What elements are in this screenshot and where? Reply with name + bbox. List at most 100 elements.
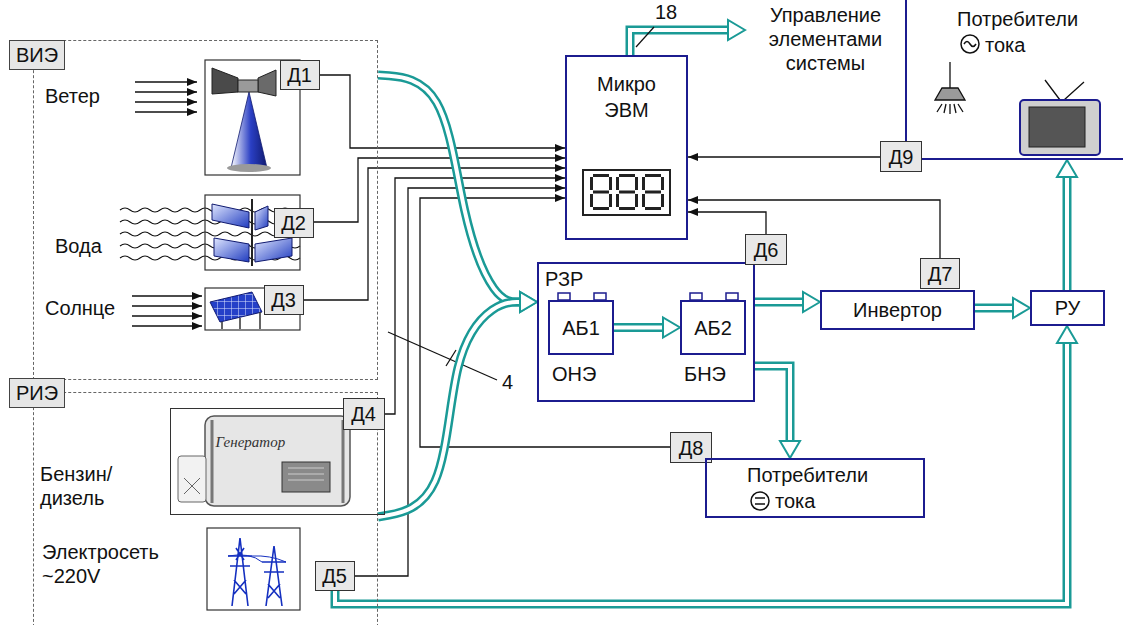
signal-line	[688, 200, 940, 258]
generator-picture	[178, 416, 350, 506]
text-label: ОНЭ	[552, 362, 596, 386]
digital-display	[583, 170, 670, 215]
sensor-box: Д9	[880, 141, 922, 172]
wind-arrows	[135, 81, 197, 82]
tv-set	[1020, 100, 1100, 155]
wind-turbine	[238, 80, 258, 92]
battery-terminals	[558, 293, 738, 300]
solar-panel	[210, 292, 262, 322]
sun-arrows	[132, 305, 202, 306]
power-line-towers	[262, 546, 286, 606]
sun-arrows	[132, 295, 202, 296]
generator-picture	[288, 468, 324, 480]
signal-line-path	[688, 200, 940, 258]
power-line-towers	[207, 528, 300, 610]
box-label: РУ	[1055, 295, 1081, 321]
process-box: АБ1	[548, 300, 614, 355]
control-output-arrow	[630, 30, 728, 55]
ac-symbol	[961, 35, 979, 53]
sun-arrows	[132, 315, 202, 316]
signal-line-path	[355, 188, 566, 576]
sensor-label: Д9	[889, 144, 914, 170]
wind-turbine	[212, 68, 238, 94]
power-line-towers	[207, 528, 300, 610]
box-label: РЗР	[545, 266, 583, 292]
arrow-head	[780, 441, 800, 458]
picture-caption: Генератор	[216, 433, 286, 451]
sensor-box: Д4	[343, 398, 385, 430]
text-label: Вода	[55, 234, 102, 258]
signal-line	[688, 212, 766, 234]
text-label: Бензин/ дизель	[40, 462, 125, 510]
dc-symbol	[751, 492, 769, 510]
tv-set	[1045, 80, 1084, 100]
sensor-label: Д3	[271, 287, 296, 313]
power-flow-outer	[755, 298, 804, 307]
wind-turbine	[231, 92, 267, 168]
power-flow-inner	[335, 342, 1067, 604]
generator-picture	[282, 462, 330, 492]
wind-turbine	[258, 70, 276, 96]
lamp	[949, 62, 950, 88]
callout-number: 18	[655, 0, 677, 24]
battery-terminals	[690, 293, 702, 300]
power-flow-inner	[755, 366, 790, 442]
box-label: Инвертор	[853, 297, 942, 323]
power-flow-outer	[378, 75, 521, 302]
power-flow-inner	[378, 75, 521, 302]
control-output-arrow	[630, 30, 728, 55]
sensor-box: Д2	[274, 208, 314, 238]
power-flow-arrow	[755, 366, 800, 458]
power-flow-arrow	[975, 298, 1030, 318]
dc-symbol	[755, 498, 765, 504]
water-turbine	[251, 199, 253, 266]
ac-symbol	[964, 42, 976, 47]
battery-terminals	[594, 293, 606, 300]
generator-picture	[178, 456, 206, 502]
process-box: РУ	[1030, 290, 1105, 326]
signal-line	[688, 157, 880, 158]
power-line-towers	[228, 538, 252, 606]
control-output-arrow	[728, 20, 745, 40]
sun-arrows	[132, 296, 202, 326]
digital-display	[592, 176, 611, 209]
digital-display	[644, 176, 663, 209]
bus-callout	[388, 332, 497, 380]
tv-set	[1029, 107, 1085, 147]
sensor-box: Д5	[315, 561, 355, 591]
power-flow-arrow	[378, 75, 537, 312]
lamp	[937, 104, 963, 114]
ac-symbol	[961, 35, 979, 53]
text-label: Электросеть ~220V	[42, 540, 182, 588]
arrow-head	[663, 318, 680, 338]
callout-number: 4	[502, 370, 513, 394]
arrow-head	[803, 292, 820, 312]
arrow-head	[1057, 326, 1077, 343]
battery-terminals	[726, 293, 738, 300]
consumer-box: Потребителитока	[905, 0, 1123, 160]
power-flow-inner	[614, 326, 664, 330]
arrow-head	[520, 292, 537, 312]
water-turbine	[255, 206, 268, 230]
power-flow-outer	[378, 302, 521, 517]
group-tag: РИЭ	[9, 378, 65, 408]
power-flow-inner	[378, 302, 521, 517]
process-box: АБ2	[680, 300, 746, 355]
generator-picture	[205, 416, 350, 506]
power-flow-outer	[755, 366, 790, 442]
box-label: тока	[775, 488, 815, 514]
signal-line	[420, 198, 670, 447]
wind-arrows	[135, 82, 197, 112]
power-flow-arrow	[378, 292, 537, 517]
sensor-box: Д6	[745, 234, 787, 265]
consumer-box: Потребителитока	[705, 458, 925, 518]
lamp	[935, 88, 965, 100]
arrow-head	[520, 292, 537, 312]
sun-arrows	[132, 325, 202, 326]
signal-line-path	[688, 212, 766, 234]
wind-arrows	[135, 91, 197, 92]
